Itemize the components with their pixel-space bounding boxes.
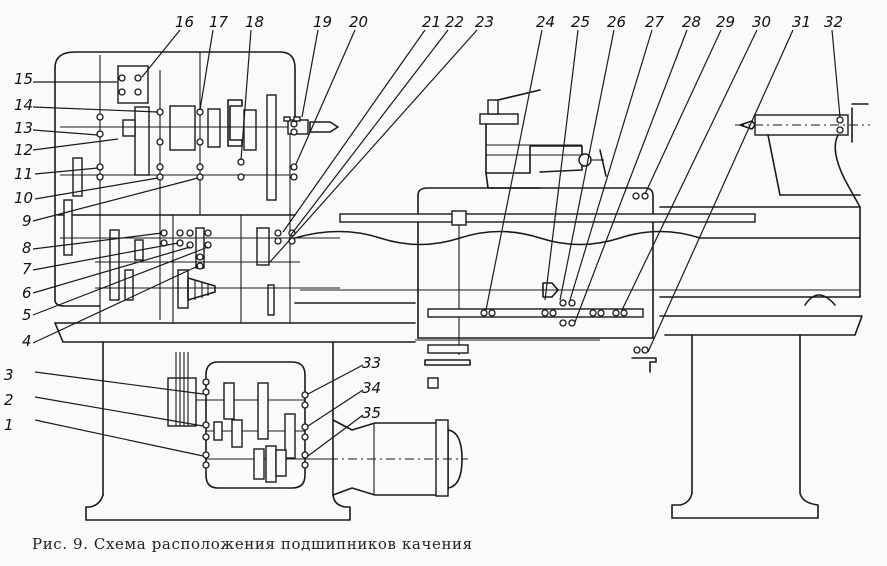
label-2: 2 — [4, 391, 14, 409]
label-9: 9 — [22, 212, 32, 230]
label-28: 28 — [682, 13, 701, 31]
label-23: 23 — [475, 13, 494, 31]
label-13: 13 — [14, 119, 33, 137]
label-1: 1 — [4, 416, 14, 434]
bearing-circles — [96, 74, 309, 469]
label-29: 29 — [716, 13, 735, 31]
label-18: 18 — [245, 13, 264, 31]
headstock-housing — [54, 51, 296, 307]
label-35: 35 — [362, 404, 381, 422]
label-19: 19 — [313, 13, 332, 31]
label-20: 20 — [349, 13, 368, 31]
label-33: 33 — [362, 354, 381, 372]
label-14: 14 — [14, 96, 33, 114]
label-30: 30 — [752, 13, 771, 31]
label-12: 12 — [14, 141, 33, 159]
label-22: 22 — [445, 13, 464, 31]
leader-lines — [32, 29, 841, 457]
figure-caption: Рис. 9. Схема расположения подшипников к… — [32, 535, 473, 553]
label-10: 10 — [14, 189, 33, 207]
label-25: 25 — [571, 13, 590, 31]
label-8: 8 — [22, 239, 32, 257]
tailstock — [735, 103, 870, 208]
label-7: 7 — [22, 260, 32, 278]
label-32: 32 — [824, 13, 843, 31]
label-4: 4 — [22, 332, 32, 350]
label-3: 3 — [4, 366, 14, 384]
label-27: 27 — [645, 13, 665, 31]
label-11: 11 — [14, 165, 33, 183]
label-16: 16 — [175, 13, 194, 31]
label-31: 31 — [792, 13, 811, 31]
label-21: 21 — [422, 13, 441, 31]
label-24: 24 — [536, 13, 555, 31]
lathe-bed — [54, 206, 863, 343]
tool-post — [479, 89, 607, 189]
right-pedestal — [671, 334, 819, 519]
label-6: 6 — [22, 284, 32, 302]
left-pedestal — [85, 341, 351, 521]
callout-labels: 1 2 3 4 5 6 7 8 9 10 11 12 13 14 15 16 1… — [4, 13, 843, 434]
label-15: 15 — [14, 70, 33, 88]
label-5: 5 — [22, 306, 32, 324]
carriage-apron — [294, 187, 861, 389]
electric-motor — [310, 419, 468, 497]
headstock-gears — [60, 52, 340, 469]
gearbox-pedestal — [167, 352, 330, 489]
label-17: 17 — [209, 13, 229, 31]
label-26: 26 — [607, 13, 626, 31]
label-34: 34 — [362, 379, 381, 397]
